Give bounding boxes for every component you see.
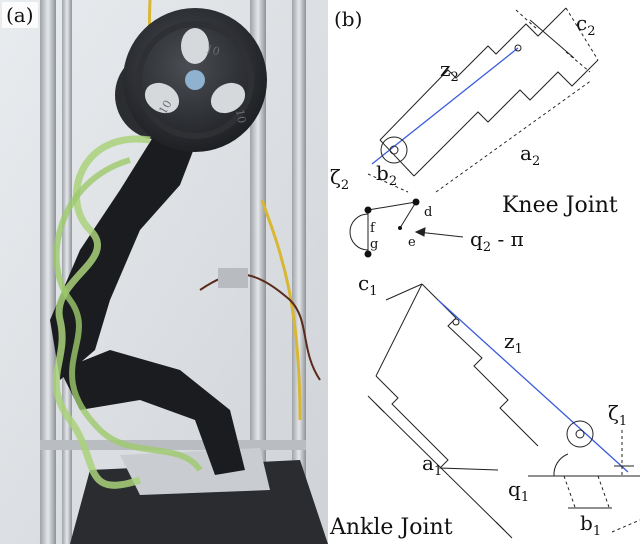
- robot-photo-panel: 10 10 10 (a): [0, 0, 328, 544]
- label-a-bg: [2, 2, 38, 28]
- knee-link-outline: [379, 7, 599, 177]
- knee-node-3: [364, 250, 372, 258]
- shank-link: [60, 350, 245, 475]
- ankle-q-label: q1: [508, 477, 529, 505]
- ankle-a-guide: [611, 519, 640, 533]
- pneumatic-tube-2: [53, 157, 203, 472]
- ankle-top-marker: [452, 318, 460, 326]
- ankle-z-label: z1: [504, 329, 523, 357]
- joint-diagram-panel: (b) c2 z2 a2 ζ2 b2 Knee Joint d e f g q2…: [328, 0, 640, 544]
- pneumatic-tube-1: [52, 135, 151, 489]
- knee-angle-arrowhead: [414, 227, 426, 237]
- plate-hole-right: [210, 82, 246, 114]
- plate-mark-left: 10: [156, 98, 174, 117]
- frame-rail-left-inner: [62, 0, 72, 544]
- plate-hole-left: [144, 82, 180, 114]
- panel-label-a: (a): [6, 3, 34, 27]
- knee-node-4: [398, 226, 402, 230]
- knee-joint-pivot: [389, 145, 399, 155]
- knee-c-guide-2: [565, 51, 591, 73]
- knee-angle-label: q2 - π: [470, 227, 524, 255]
- ankle-b-guide-1: [563, 475, 577, 511]
- knee-zeta-label: ζ2: [330, 165, 349, 193]
- knee-label-f: f: [370, 221, 376, 236]
- knee-c-label: c2: [576, 11, 595, 39]
- ankle-zeta-label: ζ1: [608, 401, 627, 429]
- knee-c-guide-1: [515, 9, 539, 31]
- frame-rail-right-far: [292, 0, 306, 544]
- knee-node-1: [364, 206, 372, 214]
- weight-plate-rim: [136, 21, 254, 139]
- thigh-link: [50, 110, 205, 380]
- knee-b-dimension: [367, 173, 409, 193]
- knee-joint-circle: [380, 136, 408, 164]
- knee-label-e: e: [408, 235, 416, 250]
- ankle-c-dimension: [385, 283, 423, 301]
- ankle-centerline: [437, 299, 629, 473]
- frame-crossbar: [40, 440, 306, 450]
- ankle-a-tick-1: [367, 395, 385, 413]
- sensor-box: [218, 268, 248, 288]
- knee-c-dimension: [529, 19, 575, 59]
- ankle-q-arc: [553, 453, 569, 477]
- joint-diagram: (b) c2 z2 a2 ζ2 b2 Knee Joint d e f g q2…: [329, 7, 640, 540]
- plate-mark-right: 10: [233, 108, 248, 124]
- knee-link-d: [367, 201, 417, 211]
- knee-end-marker: [514, 44, 522, 52]
- knee-joint-title: Knee Joint: [502, 193, 618, 218]
- knee-label-d: d: [424, 205, 432, 220]
- ankle-joint-circle: [566, 420, 594, 448]
- ankle-c-label: c1: [358, 271, 377, 299]
- plate-mark-top: 10: [204, 42, 221, 58]
- ankle-joint-title: Ankle Joint: [329, 515, 453, 540]
- ankle-a-dimension: [375, 403, 505, 531]
- knee-a-dimension: [435, 79, 593, 193]
- robot-photo: 10 10 10 (a): [0, 0, 328, 544]
- frame-rail-right: [250, 0, 266, 544]
- ankle-joint-pivot: [575, 429, 585, 439]
- knee-angle-arrow: [417, 231, 464, 238]
- knee-z-label: z2: [440, 57, 459, 85]
- knee-a-label: a2: [520, 141, 540, 169]
- frame-rail-left: [40, 0, 56, 544]
- knee-centerline: [371, 47, 519, 165]
- ankle-link-outline: [375, 283, 539, 471]
- ankle-mount: [120, 448, 270, 495]
- ankle-b-label: b1: [580, 511, 601, 539]
- knee-b-label: b2: [376, 161, 397, 189]
- yellow-rope-right: [260, 199, 302, 421]
- ankle-a-tick-2: [495, 521, 513, 539]
- plate-hub: [185, 70, 205, 90]
- knee-link-e: [399, 201, 417, 229]
- knee-node-2: [412, 198, 420, 206]
- knee-angle-arc: [349, 213, 369, 251]
- panel-label-b: (b): [334, 7, 362, 31]
- knee-label-g: g: [370, 237, 378, 252]
- ankle-a-label: a1: [422, 451, 442, 479]
- plate-hole-top: [181, 28, 209, 64]
- ankle-b-guide-2: [597, 475, 611, 511]
